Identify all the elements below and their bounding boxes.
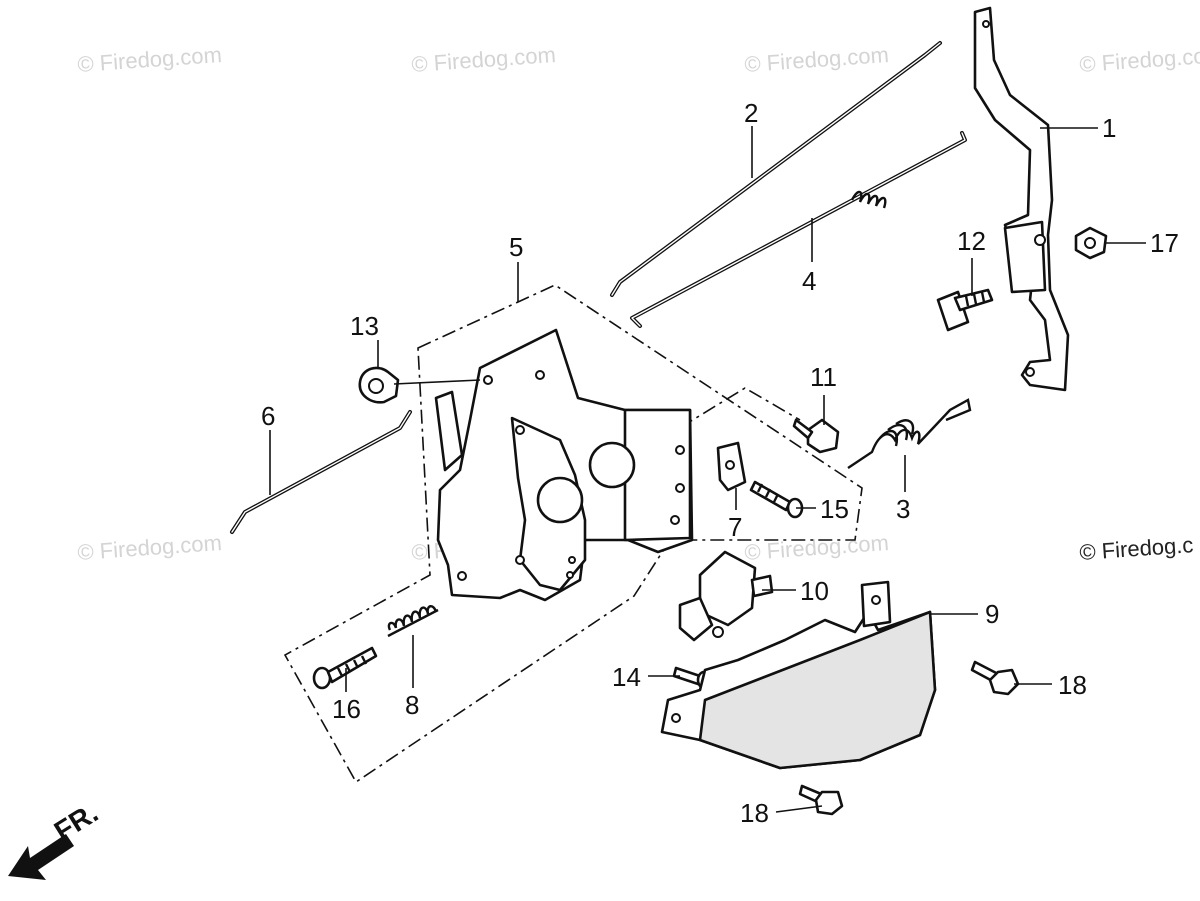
part-8-spring: [387, 605, 439, 638]
part-6-choke-rod: [230, 410, 412, 534]
callout-17: 17: [1150, 228, 1179, 258]
callout-6: 6: [261, 401, 275, 431]
assembly-boundary-outline: [283, 284, 863, 784]
part-2-governor-rod: [610, 41, 942, 297]
callout-7: 7: [728, 512, 742, 542]
callout-16: 16: [332, 694, 361, 724]
callout-1: 1: [1102, 113, 1116, 143]
callout-9: 9: [985, 599, 999, 629]
callout-14: 14: [612, 662, 641, 692]
front-direction-arrow: FR.: [8, 797, 103, 880]
watermark: © Firedog.c: [1079, 532, 1194, 565]
callout-11: 11: [810, 362, 837, 392]
callout-13: 13: [350, 311, 379, 341]
callout-18-lower: 18: [740, 798, 769, 828]
part-5-control-base: [434, 328, 694, 602]
callout-5: 5: [509, 232, 523, 262]
watermark: © Firedog.com: [744, 42, 890, 77]
part-11-bolt: [792, 418, 840, 454]
part-15-screw: [749, 480, 804, 519]
leader-lines: [269, 126, 1146, 813]
watermark: © Firedog.com: [77, 42, 223, 77]
part-10-switch: [678, 550, 774, 642]
part-17-nut: [1074, 226, 1108, 260]
part-13-cable-clip: [358, 366, 400, 404]
callout-labels: 1 2 3 4 5 6 7 8 9 10 11 12 13 14 15 16 1…: [261, 98, 1179, 828]
watermark: © Firedog.com: [77, 530, 223, 565]
callout-10: 10: [800, 576, 829, 606]
part-18-bolt-lower: [798, 784, 844, 816]
callout-8: 8: [405, 690, 419, 720]
callout-18-upper: 18: [1058, 670, 1087, 700]
front-label: FR.: [49, 797, 104, 847]
part-9-cover: [660, 580, 937, 770]
callout-15: 15: [820, 494, 849, 524]
callout-4: 4: [802, 266, 816, 296]
part-18-bolt-upper: [970, 660, 1020, 696]
watermark: © Firedog.com: [411, 42, 557, 77]
watermark: © Firedog.com: [744, 530, 890, 565]
part-3-return-spring: [847, 398, 972, 469]
callout-2: 2: [744, 98, 758, 128]
callout-3: 3: [896, 494, 910, 524]
callout-12: 12: [957, 226, 986, 256]
arrow-left-down-icon: [8, 834, 74, 880]
part-1-control-lever: [973, 6, 1070, 392]
watermark: © Firedog.com: [1079, 42, 1200, 77]
part-16-screw: [312, 646, 378, 690]
part-12-bolt: [936, 288, 994, 332]
part-7-clip: [716, 441, 747, 492]
part-4-throttle-rod: [630, 131, 967, 328]
assembly-boundary-link: [564, 387, 801, 499]
